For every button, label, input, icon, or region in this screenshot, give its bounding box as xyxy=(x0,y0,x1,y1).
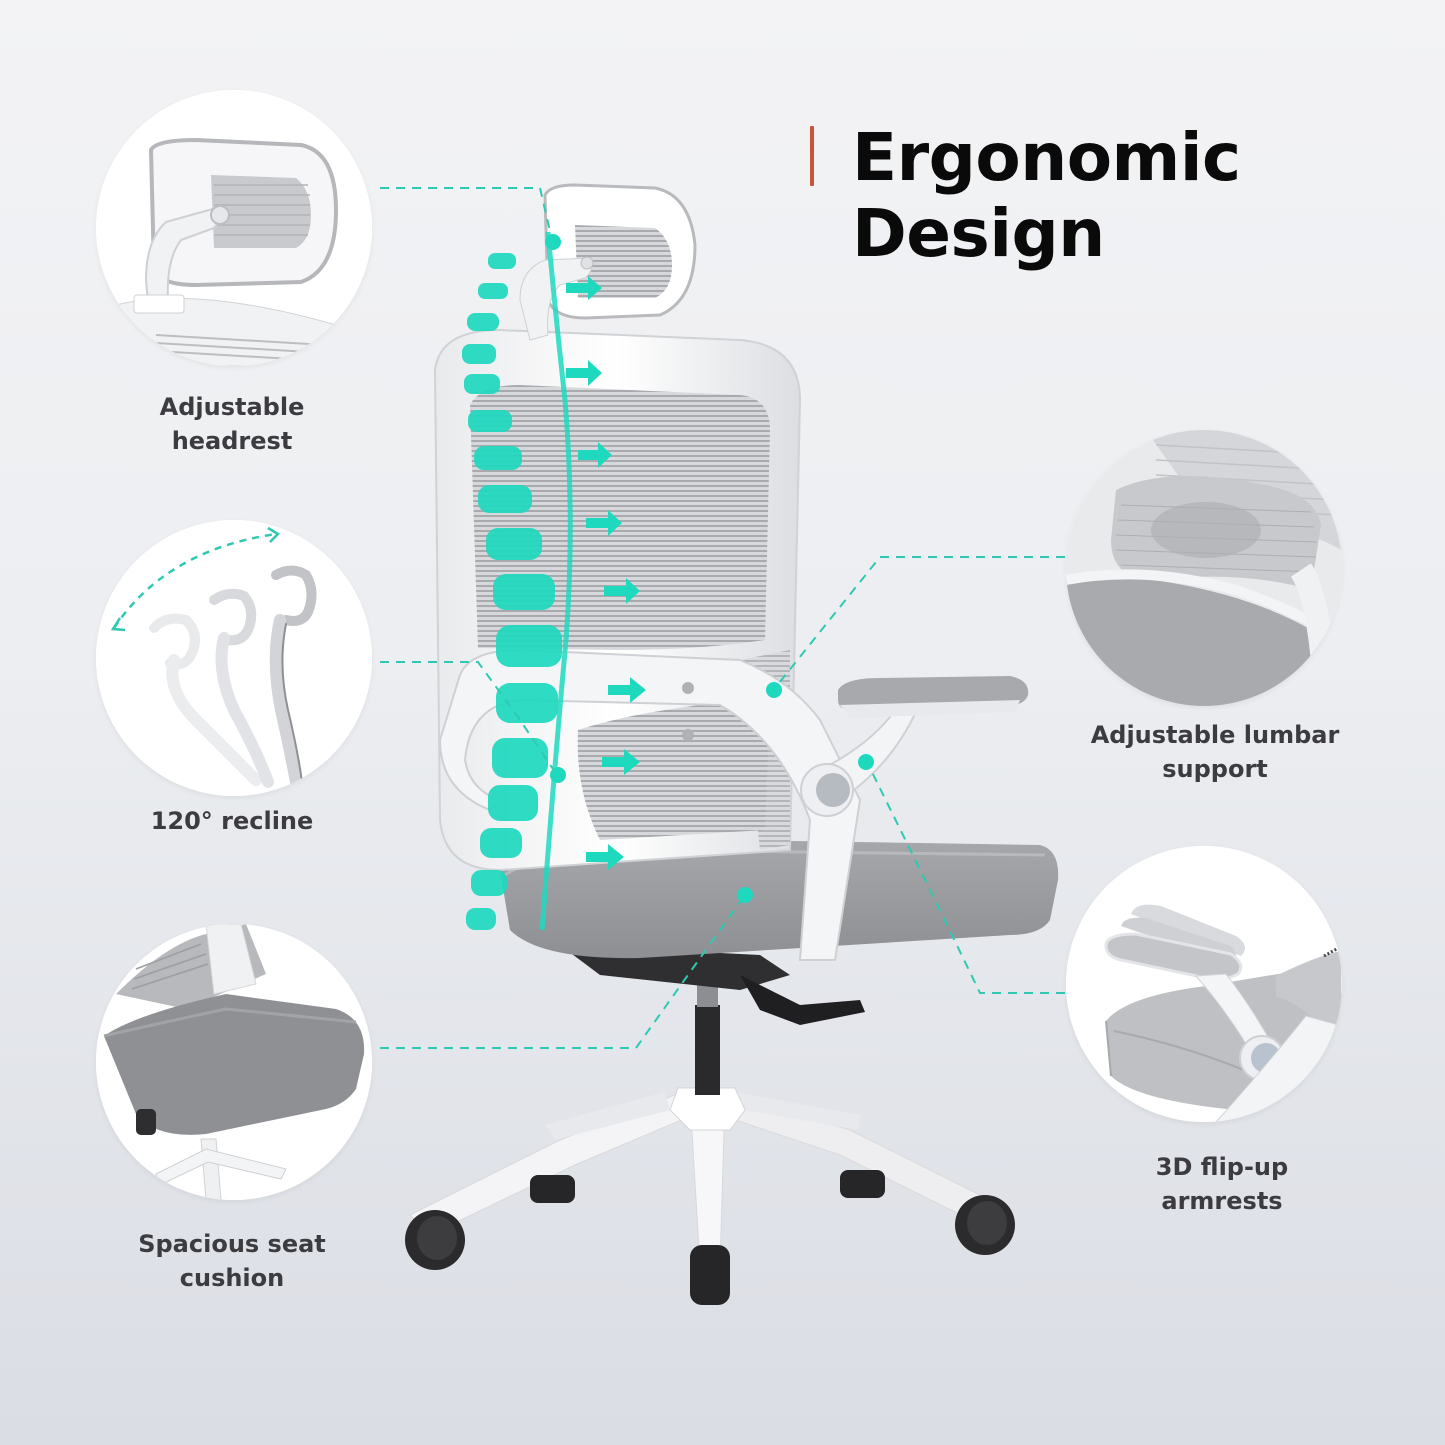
chair-armrest xyxy=(800,676,1029,817)
forward-arrow-icon xyxy=(566,276,646,870)
title-accent-bar xyxy=(810,126,814,186)
title-heading: Ergonomic Design xyxy=(852,120,1241,272)
flip-up-armrest-closeup-icon xyxy=(1066,846,1342,1122)
feature-label-seat: Spacious seat cushion xyxy=(138,1230,326,1292)
callout-lines xyxy=(380,187,1065,1049)
spinal-cord-line xyxy=(539,231,573,931)
chair-headrest xyxy=(519,183,697,341)
chair-backrest xyxy=(433,328,802,872)
feature-image-seat xyxy=(96,924,372,1200)
callout-dot-icon xyxy=(545,234,874,903)
title-line-2: Design xyxy=(852,195,1105,272)
seat-cushion-closeup-icon xyxy=(96,924,372,1200)
feature-label-armrests: 3D flip-up armrests xyxy=(1155,1153,1289,1215)
feature-image-lumbar xyxy=(1066,430,1342,706)
lumbar-support-closeup-icon xyxy=(1066,430,1342,706)
feature-image-armrests xyxy=(1066,846,1342,1122)
feature-label-recline: 120° recline xyxy=(150,807,314,835)
feature-label-headrest: Adjustable headrest xyxy=(159,393,305,455)
recline-arc-arrow-icon xyxy=(112,532,277,629)
feature-label-lumbar: Adjustable lumbar support xyxy=(1090,721,1340,783)
title-line-1: Ergonomic xyxy=(852,119,1241,196)
headrest-closeup-icon xyxy=(96,90,372,366)
feature-image-recline xyxy=(96,520,372,796)
chair-base xyxy=(405,945,1015,1305)
spine-vertebrae-icon xyxy=(462,253,562,930)
feature-image-headrest xyxy=(96,90,372,366)
recline-angles-icon xyxy=(96,520,372,796)
